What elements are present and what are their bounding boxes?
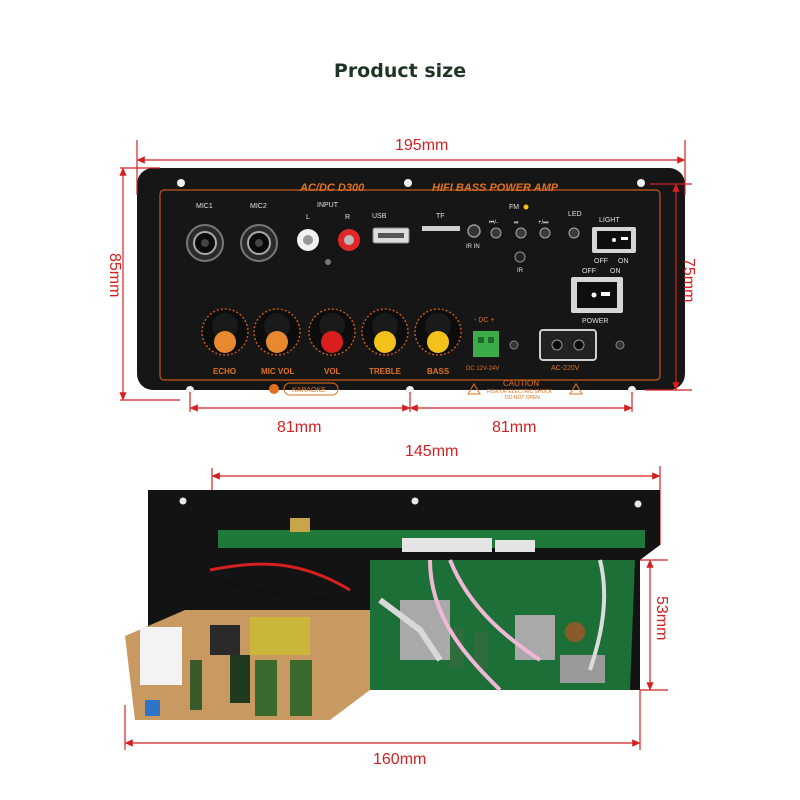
label-tf: TF (436, 213, 445, 220)
label-input-l: L (306, 214, 310, 221)
label-hole-total: 145mm (405, 443, 458, 460)
ac-socket (539, 329, 597, 361)
mount-hole (637, 179, 645, 187)
mic1-jack (186, 224, 224, 262)
panel-model: AC/DC D300 (299, 182, 365, 194)
label-height-right: 75mm (680, 258, 697, 302)
label-width-bottom: 160mm (373, 751, 426, 768)
rca-left-jack (297, 229, 319, 251)
mount-hole (628, 386, 636, 394)
mount-hole (177, 179, 185, 187)
label-depth: 53mm (653, 596, 670, 640)
svg-text:⏮/-: ⏮/- (489, 220, 498, 226)
rca-right-jack (338, 229, 360, 251)
power-switch (571, 277, 623, 313)
label-power: POWER (582, 318, 608, 325)
label-hole-left: 81mm (277, 419, 321, 436)
dimension-height-left: 85mm (106, 167, 180, 401)
label-led: LED (568, 211, 582, 218)
label-input: INPUT (317, 202, 339, 209)
knob-label-vol: VOL (324, 367, 341, 376)
light-switch (592, 227, 636, 253)
tf-slot (422, 226, 460, 231)
ir-in-jack (467, 224, 481, 238)
ir-sensor (514, 251, 526, 263)
knob-label-echo: ECHO (213, 367, 236, 376)
rear-view (125, 490, 660, 720)
label-dc-polarity: - DC + (474, 317, 494, 324)
knob-label-bass: BASS (427, 367, 450, 376)
svg-text:⏯: ⏯ (514, 220, 519, 226)
label-ir-in: IR IN (466, 244, 480, 250)
svg-text:+/⏭: +/⏭ (538, 220, 549, 226)
label-dc-voltage: DC 12V-24V (466, 366, 499, 372)
label-fm: FM (509, 204, 519, 211)
play-button (515, 227, 527, 239)
dimension-depth: 53mm (640, 559, 670, 691)
karaoke-logo: KARAOKE (269, 382, 339, 396)
mount-hole (411, 497, 419, 505)
caution-block: CAUTION RISK OF ELECTRIC SHOCK DO NOT OP… (467, 379, 583, 401)
mount-hole (186, 386, 194, 394)
label-on-1: ON (618, 258, 629, 265)
label-on-2: ON (610, 268, 621, 275)
knob-cap (214, 331, 236, 353)
label-mic2: MIC2 (250, 203, 267, 210)
knob-vol (308, 308, 356, 356)
mount-hole (406, 386, 414, 394)
panel-brand: HIFI BASS POWER AMP (432, 182, 559, 194)
dimension-holes: 81mm 81mm (189, 392, 633, 436)
svg-text:RISK OF ELECTRIC SHOCK: RISK OF ELECTRIC SHOCK (487, 389, 553, 395)
dimension-height-right: 75mm (645, 183, 697, 391)
knob-mic-vol (253, 308, 301, 356)
dimension-width-bottom: 160mm (124, 690, 641, 768)
label-height-left: 85mm (106, 253, 123, 297)
dc-terminal (473, 331, 499, 357)
svg-text:KARAOKE: KARAOKE (292, 387, 326, 394)
knob-label-treble: TREBLE (369, 367, 402, 376)
fm-led (523, 204, 529, 210)
label-off-2: OFF (582, 268, 596, 275)
label-ir: IR (517, 268, 524, 274)
knob-treble (361, 308, 409, 356)
mount-hole (404, 179, 412, 187)
page-title: Product size (333, 60, 467, 82)
knob-bass (414, 308, 462, 356)
dimension-hole-total: 145mm (211, 443, 661, 545)
knob-label-mic-vol: MIC VOL (261, 367, 294, 376)
label-hole-right: 81mm (492, 419, 536, 436)
label-off-1: OFF (594, 258, 608, 265)
mount-hole (634, 500, 642, 508)
svg-text:CAUTION: CAUTION (503, 379, 539, 388)
label-ac-voltage: AC-220V (551, 365, 580, 372)
label-usb: USB (372, 213, 387, 220)
svg-text:DO NOT OPEN: DO NOT OPEN (505, 395, 540, 401)
label-input-r: R (345, 214, 350, 221)
label-mic1: MIC1 (196, 203, 213, 210)
led-indicator (568, 227, 580, 239)
mount-hole (179, 497, 187, 505)
mic2-jack (240, 224, 278, 262)
next-button (539, 227, 551, 239)
knob-echo (201, 308, 249, 356)
prev-button (490, 227, 502, 239)
label-light: LIGHT (599, 217, 620, 224)
label-width-top: 195mm (395, 137, 448, 154)
front-panel: AC/DC D300 HIFI BASS POWER AMP MIC1 MIC2… (137, 168, 685, 401)
